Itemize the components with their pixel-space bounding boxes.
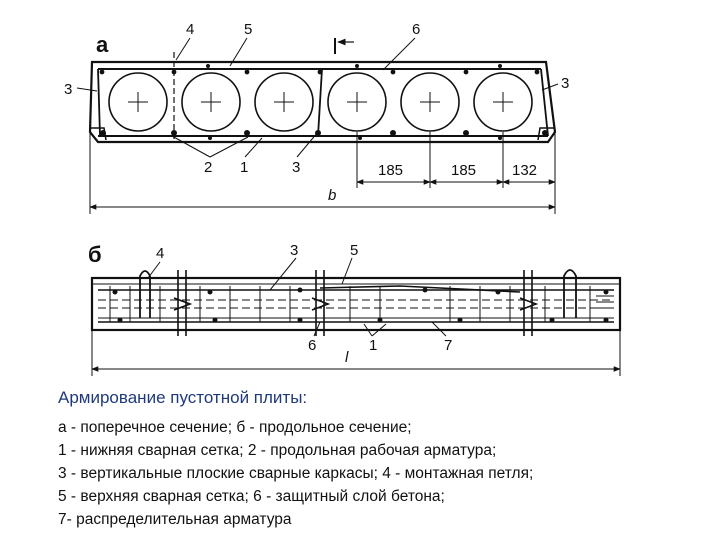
- caption-line: а - поперечное сечение; б - продольное с…: [58, 419, 412, 436]
- figure-caption: Армирование пустотной плиты: а - попереч…: [58, 388, 708, 531]
- slab-outline-b: [90, 276, 622, 332]
- callout-b-5: 5: [350, 242, 358, 259]
- dimension-185-first: 185: [378, 162, 403, 179]
- hollow-voids: [108, 72, 533, 132]
- caption-title: Армирование пустотной плиты:: [58, 388, 308, 407]
- break-marks: [173, 270, 539, 336]
- callout-b-6: 6: [308, 337, 316, 354]
- part-a-label: а: [96, 32, 109, 57]
- upper-rebar-dots: [99, 64, 540, 75]
- callout-b-4: 4: [156, 245, 164, 262]
- callout-a-5: 5: [244, 21, 252, 38]
- caption-line: 3 - вертикальные плоские сварные каркасы…: [58, 465, 534, 482]
- caption-line: 7- распределительная арматура: [58, 511, 292, 528]
- callout-b-1: 1: [369, 337, 377, 354]
- caption-line: 5 - верхняя сварная сетка; 6 - защитный …: [58, 488, 445, 505]
- callout-a-1: 1: [240, 159, 248, 176]
- callout-a-2: 2: [204, 159, 212, 176]
- callout-b-3: 3: [290, 242, 298, 259]
- caption-line: 1 - нижняя сварная сетка; 2 - продольная…: [58, 442, 497, 459]
- rebar-dots-b: [112, 287, 609, 323]
- callout-a-3-left: 3: [64, 81, 72, 98]
- part-b-label: б: [88, 242, 102, 267]
- length-symbol: l: [345, 349, 349, 366]
- mounting-loop-right: [563, 269, 577, 318]
- dimension-132: 132: [512, 162, 537, 179]
- callout-b-7: 7: [444, 337, 452, 354]
- callout-a-3-right: 3: [561, 75, 569, 92]
- reinforcement-drawing: а: [64, 21, 622, 376]
- dimension-185-second: 185: [451, 162, 476, 179]
- callout-a-6: 6: [412, 21, 420, 38]
- vertical-frames: [97, 68, 549, 137]
- cross-section-a: а: [64, 21, 569, 214]
- callout-a-3-bottom: 3: [292, 159, 300, 176]
- width-symbol: b: [328, 187, 336, 204]
- callout-a-4: 4: [186, 21, 194, 38]
- longitudinal-section-b: б: [88, 242, 622, 376]
